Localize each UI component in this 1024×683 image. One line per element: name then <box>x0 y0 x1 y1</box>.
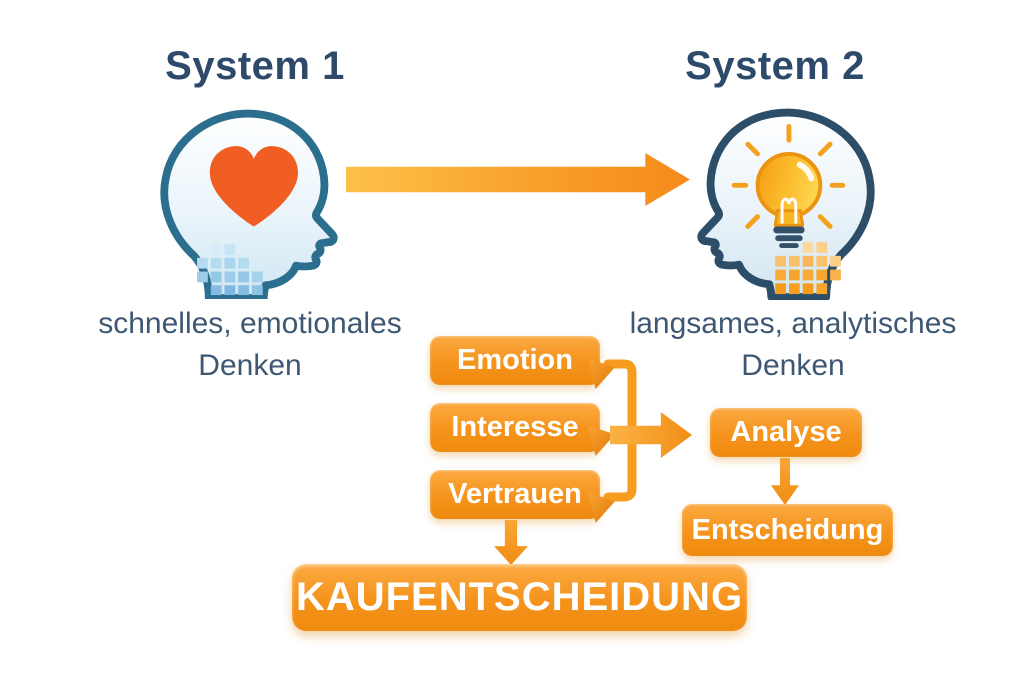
equalizer-bars-orange <box>775 242 841 295</box>
system1-subtitle: schnelles, emotionales Denken <box>75 303 425 387</box>
process-box-entscheidung: Entscheidung <box>682 504 893 556</box>
factor-label-emotion: Emotion <box>457 344 573 376</box>
system2-subtitle: langsames, analytisches Denken <box>618 303 968 387</box>
system1-head-illustration <box>160 109 338 299</box>
system1-subtitle-line1: schnelles, emotionales <box>98 307 402 340</box>
process-box-analyse: Analyse <box>710 408 862 457</box>
system2-subtitle-line1: langsames, analytisches <box>629 307 957 340</box>
factor-label-vertrauen: Vertrauen <box>448 478 582 510</box>
result-box-kaufentscheidung: KAUFENTSCHEIDUNG <box>292 564 747 631</box>
factor-box-interesse: Interesse <box>430 403 615 456</box>
equalizer-bars-blue <box>197 244 263 296</box>
process-label-entscheidung: Entscheidung <box>691 513 884 546</box>
heart-icon <box>209 146 298 227</box>
process-label-analyse: Analyse <box>730 416 842 448</box>
factor-box-emotion: Emotion <box>430 336 615 389</box>
arrow-right-system1-to-system2-icon <box>346 153 690 206</box>
arrow-down-to-kaufentscheidung-icon <box>494 520 528 565</box>
lightbulb-rays <box>731 124 846 229</box>
factor-label-interesse: Interesse <box>451 411 579 443</box>
factor-box-vertrauen: Vertrauen <box>430 470 615 523</box>
result-label: KAUFENTSCHEIDUNG <box>295 575 744 619</box>
lightbulb-base <box>773 226 805 249</box>
arrow-down-analyse-to-entscheidung-icon <box>771 458 799 505</box>
system2-head-illustration <box>697 108 875 300</box>
system2-subtitle-line2: Denken <box>741 349 845 382</box>
system1-subtitle-line2: Denken <box>198 349 302 382</box>
lightbulb-icon <box>731 124 846 249</box>
system2-title: System 2 <box>685 44 865 88</box>
system1-title: System 1 <box>165 44 345 88</box>
